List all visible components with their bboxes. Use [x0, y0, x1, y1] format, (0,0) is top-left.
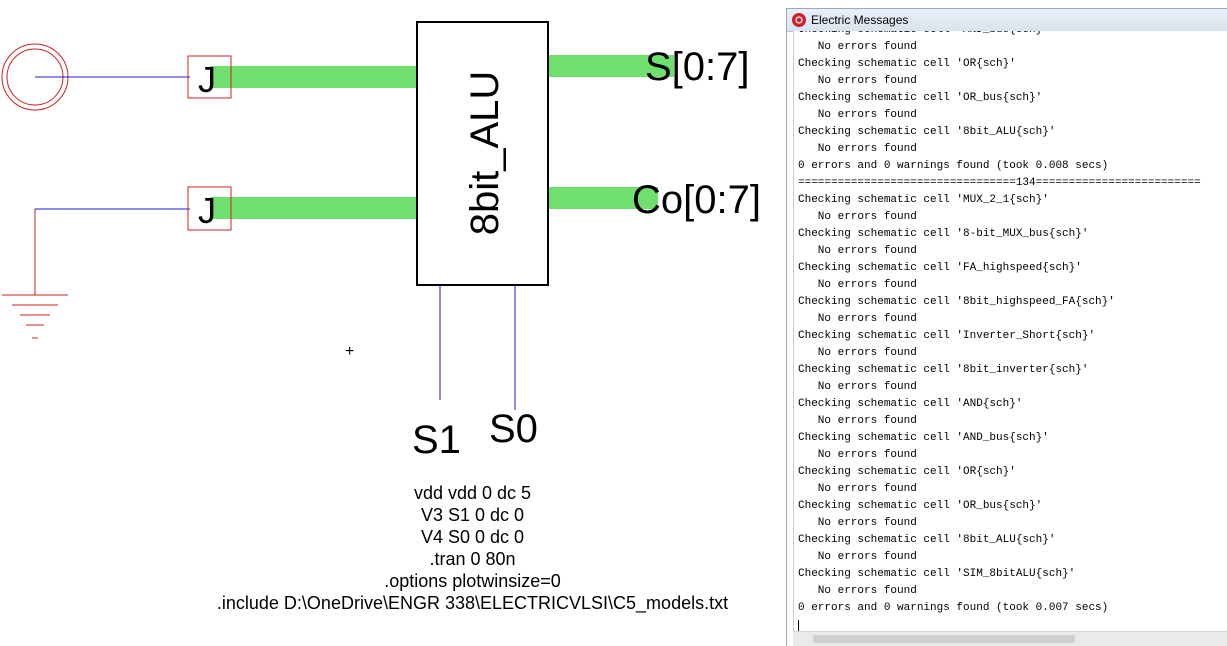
- spice-line: .options plotwinsize=0: [384, 571, 561, 591]
- messages-text-area[interactable]: Checking schematic cell 'AND_bus{sch}' N…: [793, 31, 1227, 632]
- jumper-top[interactable]: J: [187, 55, 232, 100]
- message-line: Checking schematic cell 'AND{sch}': [798, 398, 1023, 410]
- message-line: Checking schematic cell 'AND_bus{sch}': [798, 432, 1049, 444]
- spice-line: V3 S1 0 dc 0: [420, 505, 525, 525]
- message-line: No errors found: [798, 41, 917, 53]
- message-line: No errors found: [798, 483, 917, 495]
- message-line: No errors found: [798, 517, 917, 529]
- message-line: No errors found: [798, 585, 917, 597]
- message-line: No errors found: [798, 211, 917, 223]
- ground-symbol[interactable]: [2, 209, 68, 339]
- message-line: 0 errors and 0 warnings found (took 0.00…: [798, 602, 1109, 614]
- alu-label: 8bit_ALU: [463, 71, 507, 236]
- message-line: Checking schematic cell 'FA_highspeed{sc…: [798, 262, 1082, 274]
- message-line: No errors found: [798, 347, 917, 359]
- message-line: No errors found: [798, 245, 917, 257]
- message-line: Checking schematic cell 'OR_bus{sch}': [798, 500, 1043, 512]
- message-line: 0 errors and 0 warnings found (took 0.00…: [798, 160, 1109, 172]
- jumper-bottom[interactable]: J: [187, 186, 232, 231]
- message-line: No errors found: [798, 143, 917, 155]
- message-line: Checking schematic cell '8bit_highspeed_…: [798, 296, 1115, 308]
- input-s1-label: S1: [412, 418, 461, 462]
- bus-input-top[interactable]: [210, 66, 418, 88]
- message-line: Checking schematic cell 'SIM_8bitALU{sch…: [798, 568, 1076, 580]
- electric-app-icon[interactable]: [792, 13, 806, 27]
- messages-title: Electric Messages: [811, 13, 909, 27]
- scrollbar-thumb[interactable]: [813, 635, 1075, 643]
- message-line: Checking schematic cell '8bit_ALU{sch}': [798, 534, 1056, 546]
- output-co-label: Co[0:7]: [632, 178, 761, 222]
- messages-window[interactable]: Electric Messages Checking schematic cel…: [786, 8, 1227, 646]
- jumper-bottom-label: J: [198, 190, 216, 231]
- message-line: Checking schematic cell 'AND_bus{sch}': [798, 31, 1201, 39]
- message-line: No errors found: [798, 109, 917, 121]
- messages-log: Checking schematic cell 'AND_bus{sch}' N…: [798, 31, 1201, 617]
- spice-line: .include D:\OneDrive\ENGR 338\ELECTRICVL…: [216, 593, 729, 613]
- crosshair-marker: +: [345, 343, 354, 360]
- bus-output-s[interactable]: [548, 55, 674, 77]
- message-line: Checking schematic cell '8bit_ALU{sch}': [798, 126, 1056, 138]
- bus-output-co[interactable]: [548, 187, 658, 209]
- message-line: Checking schematic cell '8bit_inverter{s…: [798, 364, 1089, 376]
- messages-titlebar[interactable]: Electric Messages: [787, 9, 1227, 32]
- output-s-label: S[0:7]: [645, 45, 750, 89]
- text-cursor: [798, 620, 799, 632]
- message-line: Checking schematic cell 'OR_bus{sch}': [798, 92, 1043, 104]
- message-line: No errors found: [798, 551, 917, 563]
- message-line: Checking schematic cell 'OR{sch}': [798, 466, 1016, 478]
- spice-line: vdd vdd 0 dc 5: [413, 483, 532, 503]
- message-line: No errors found: [798, 279, 917, 291]
- spice-line: V4 S0 0 dc 0: [420, 527, 525, 547]
- spice-line: .tran 0 80n: [429, 549, 516, 569]
- message-line: No errors found: [798, 415, 917, 427]
- message-line: Checking schematic cell 'Inverter_Short{…: [798, 330, 1096, 342]
- horizontal-scrollbar[interactable]: [793, 631, 1227, 646]
- bus-input-bottom[interactable]: [210, 197, 418, 219]
- message-line: =================================134====…: [798, 177, 1201, 189]
- message-line: Checking schematic cell 'OR{sch}': [798, 58, 1016, 70]
- spice-code-block[interactable]: vdd vdd 0 dc 5 V3 S1 0 dc 0 V4 S0 0 dc 0…: [150, 482, 795, 614]
- message-line: No errors found: [798, 313, 917, 325]
- input-s0-label: S0: [489, 407, 538, 451]
- message-line: Checking schematic cell 'MUX_2_1{sch}': [798, 194, 1049, 206]
- message-line: Checking schematic cell '8-bit_MUX_bus{s…: [798, 228, 1089, 240]
- message-line: No errors found: [798, 75, 917, 87]
- message-line: No errors found: [798, 449, 917, 461]
- jumper-top-label: J: [198, 59, 216, 100]
- message-line: No errors found: [798, 381, 917, 393]
- alu-instance[interactable]: 8bit_ALU: [416, 21, 549, 286]
